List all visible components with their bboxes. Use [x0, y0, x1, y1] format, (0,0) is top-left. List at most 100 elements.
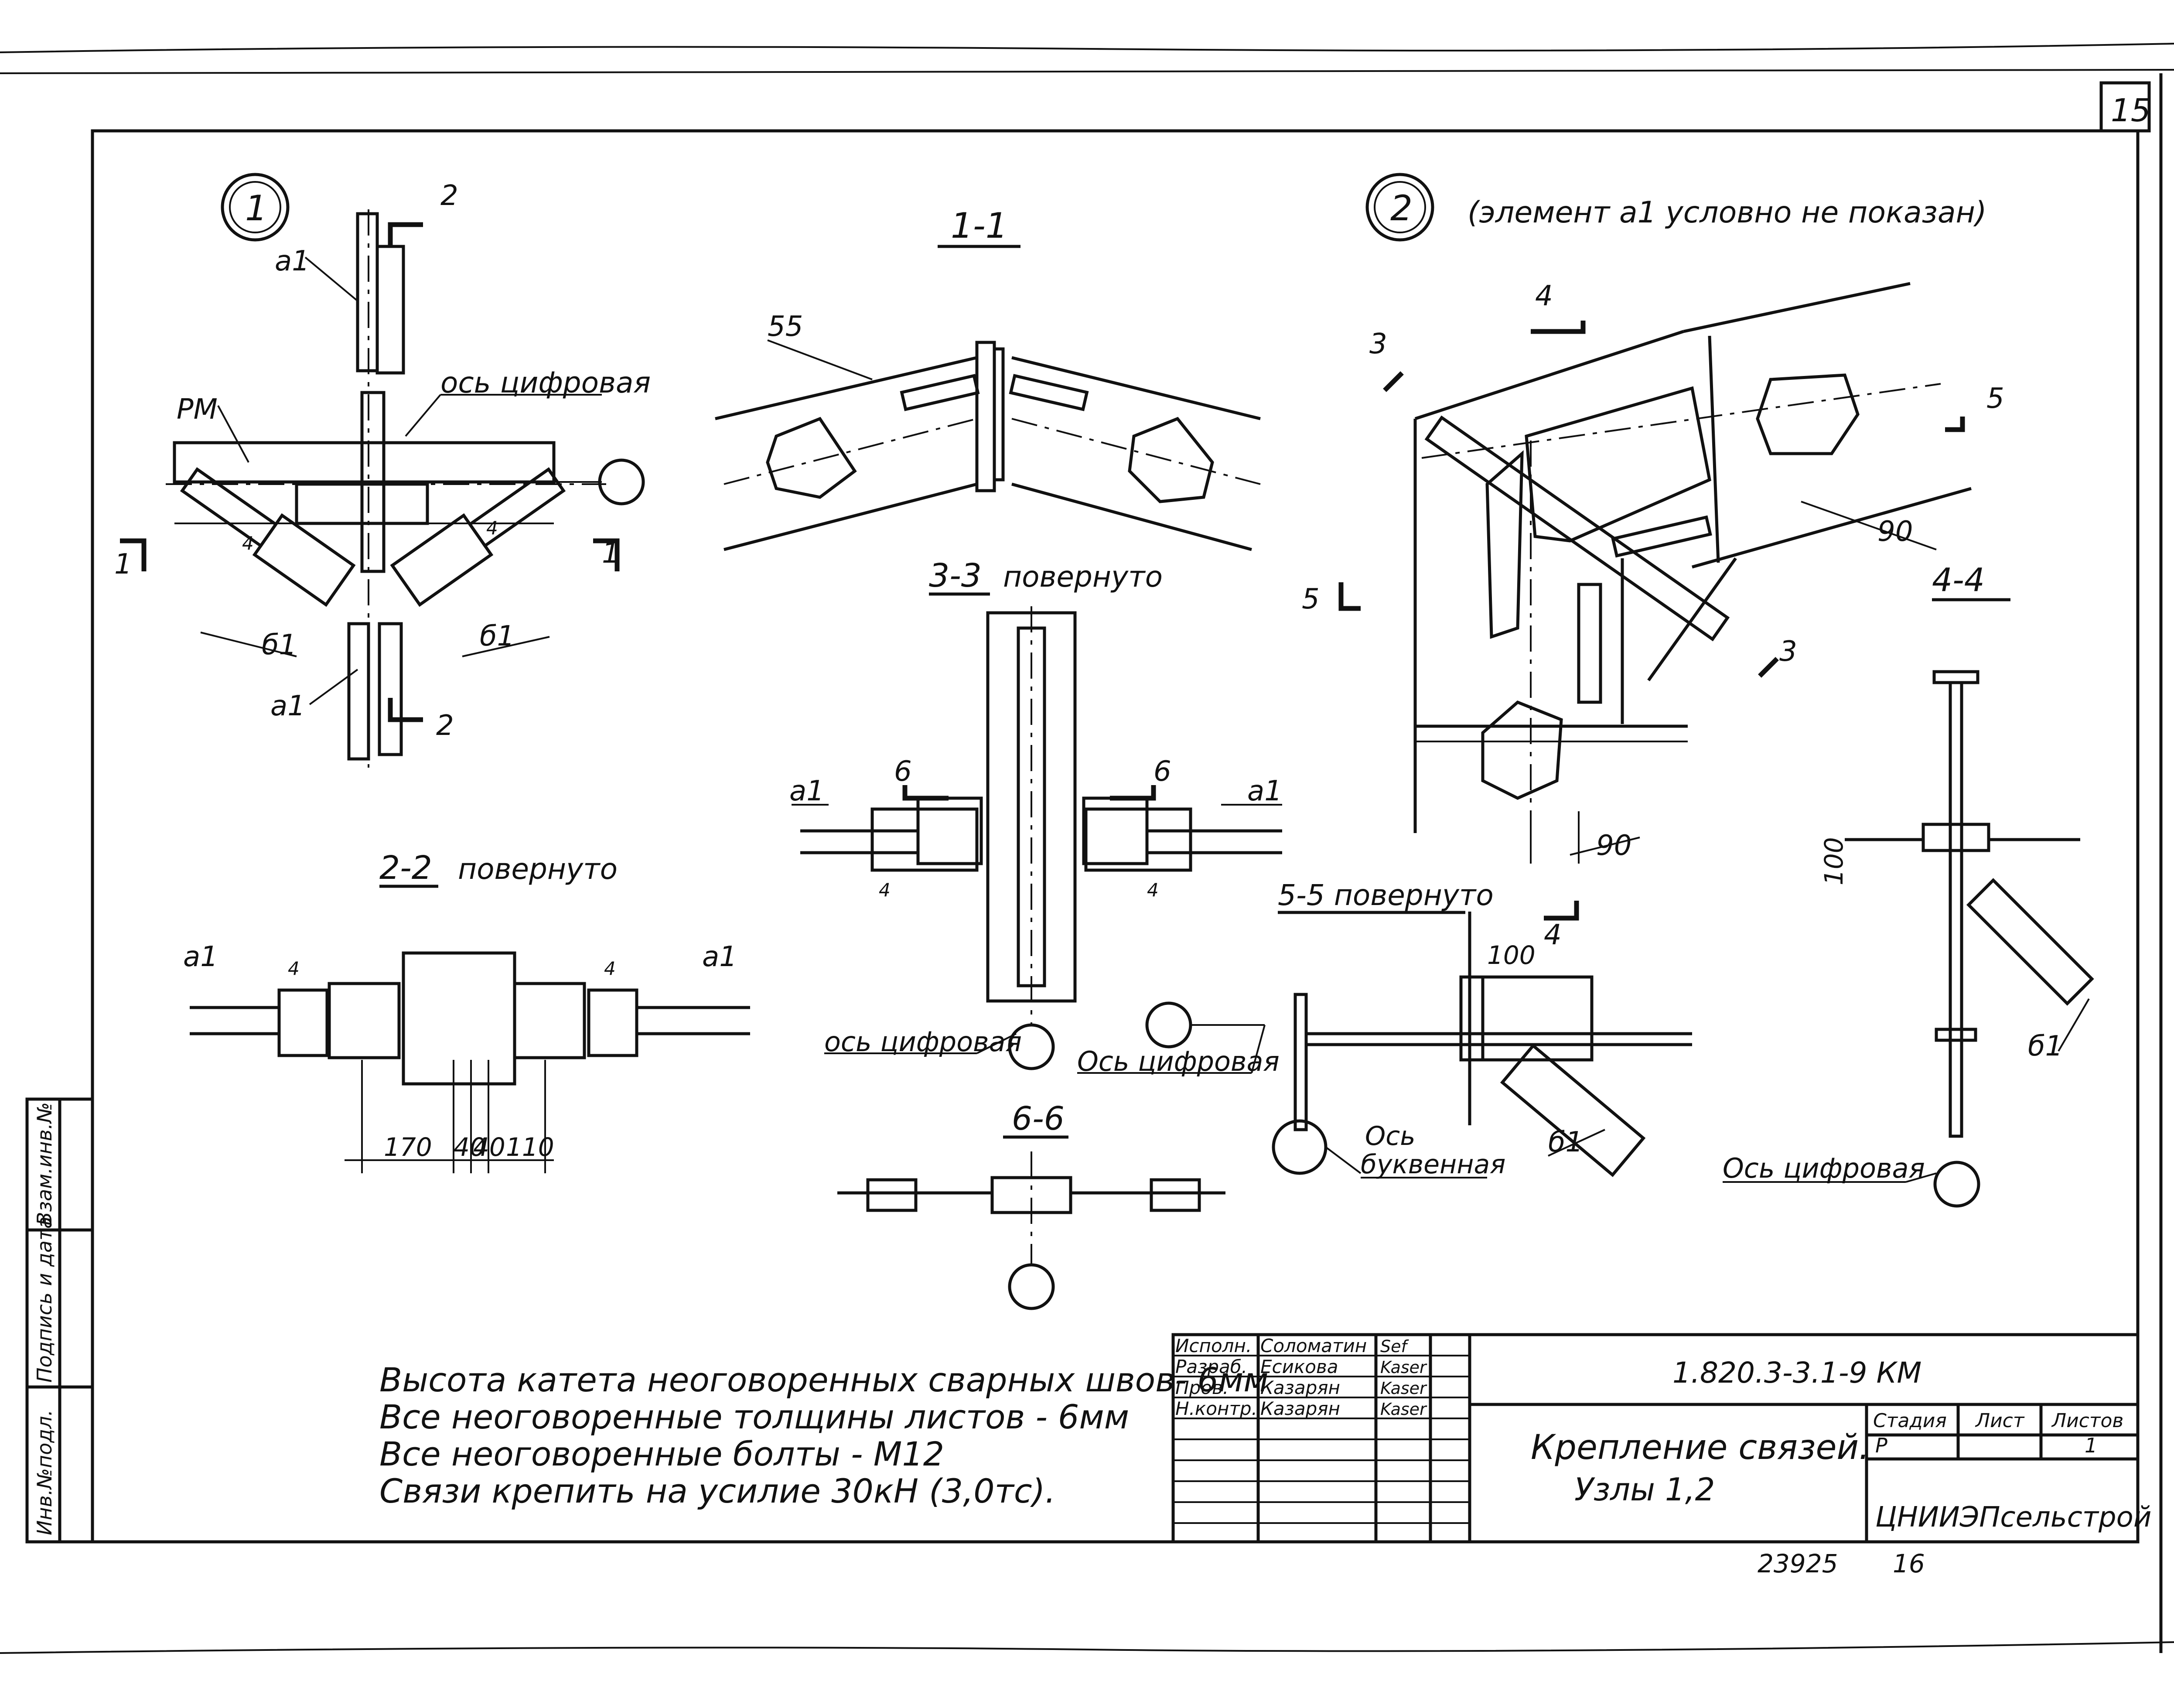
- section-3-3-title: 3-3: [929, 557, 982, 594]
- svg-text:Есикова: Есикова: [1260, 1356, 1338, 1377]
- node-2-circle: [1365, 173, 1434, 242]
- svg-text:3: 3: [1779, 635, 1797, 668]
- svg-text:Лист: Лист: [1975, 1410, 2025, 1432]
- svg-text:40: 40: [454, 1132, 486, 1162]
- section-2-2: 2-2 повернуто а1 а1 4 4 170 40 40 110: [183, 849, 750, 1173]
- svg-text:б1: б1: [262, 629, 297, 661]
- stamp-sign: Подпись и дата: [33, 1216, 56, 1383]
- svg-text:РМ: РМ: [177, 393, 218, 426]
- cut-5-left: [1338, 582, 1361, 611]
- svg-text:Ось: Ось: [1365, 1121, 1416, 1151]
- svg-text:100: 100: [1819, 837, 1849, 885]
- svg-text:Разраб.: Разраб.: [1175, 1356, 1247, 1377]
- svg-text:4: 4: [1544, 919, 1562, 951]
- svg-text:4: 4: [604, 958, 616, 979]
- node-1-marker: 1: [245, 188, 267, 229]
- svg-text:Казарян: Казарян: [1260, 1377, 1340, 1398]
- svg-text:а1: а1: [1247, 775, 1282, 807]
- node-2-view: 2 (элемент а1 условно не показан) 4 3 3 …: [1302, 173, 2004, 864]
- cut-6-left: [902, 785, 949, 801]
- cut-4-top: [1531, 321, 1586, 334]
- section-4-4-title: 4-4: [1932, 561, 1985, 599]
- stamp-replace: Взам.инв.№: [33, 1102, 56, 1226]
- drawing-frame: [91, 129, 2140, 1544]
- cut-2-bot: [388, 698, 423, 722]
- sheet-top-edge: [0, 43, 2174, 53]
- svg-text:3: 3: [1369, 328, 1387, 360]
- cut-6-right: [1110, 785, 1156, 801]
- cut-1-right: [593, 538, 620, 571]
- sheet-bottom-edge: [0, 1641, 2174, 1654]
- svg-text:Р: Р: [1875, 1434, 1887, 1457]
- section-1-1: 1-1 55: [715, 205, 1261, 551]
- section-1-1-title: 1-1: [951, 205, 1008, 246]
- svg-text:1: 1: [114, 548, 132, 581]
- svg-text:100: 100: [1487, 940, 1536, 970]
- svg-text:повернуто: повернуто: [458, 852, 618, 886]
- svg-text:4: 4: [486, 517, 498, 539]
- svg-text:Казарян: Казарян: [1260, 1398, 1340, 1419]
- svg-text:ось цифровая: ось цифровая: [824, 1026, 1022, 1058]
- svg-text:4: 4: [242, 533, 254, 554]
- svg-text:6: 6: [1154, 755, 1171, 788]
- cut-5-right: [1945, 417, 1965, 432]
- svg-text:4: 4: [879, 879, 891, 901]
- note-2: Все неоговоренные толщины листов - 6мм: [379, 1397, 1129, 1436]
- svg-text:Исполн.: Исполн.: [1175, 1335, 1252, 1356]
- section-6-6: 6-6: [837, 1100, 1225, 1310]
- section-5-5-title: 5-5 повернуто: [1278, 878, 1494, 912]
- svg-text:2: 2: [436, 710, 454, 742]
- drawing-title-1: Крепление связей.: [1531, 1428, 1870, 1467]
- note-3: Все неоговоренные болты - М12: [379, 1435, 944, 1473]
- svg-text:90: 90: [1596, 830, 1631, 862]
- svg-text:повернуто: повернуто: [1003, 560, 1163, 594]
- node-2-note: (элемент а1 условно не показан): [1468, 195, 1987, 230]
- cut-3-top: [1383, 371, 1404, 392]
- svg-text:Стадия: Стадия: [1873, 1410, 1947, 1432]
- page-number: 16: [1893, 1549, 1925, 1578]
- svg-text:5: 5: [1302, 583, 1320, 615]
- cut-2-top: [388, 222, 423, 246]
- cut-4-low: [1544, 901, 1579, 921]
- drawing-title-2: Узлы 1,2: [1574, 1471, 1715, 1508]
- sheet-number: 15: [2111, 92, 2151, 129]
- svg-text:б1: б1: [480, 620, 515, 652]
- node-1-circle: [221, 173, 290, 242]
- svg-text:Н.контр.: Н.контр.: [1175, 1398, 1257, 1419]
- cut-3-bot: [1758, 657, 1779, 678]
- svg-text:2: 2: [440, 180, 458, 212]
- svg-text:б1: б1: [2028, 1030, 2063, 1062]
- svg-text:а1: а1: [270, 690, 305, 722]
- svg-text:Kaser: Kaser: [1380, 1358, 1427, 1377]
- general-notes: Высота катета неоговоренных сварных швов…: [379, 1360, 1269, 1510]
- doc-code: 1.820.3-3.1-9 КМ: [1672, 1356, 1921, 1390]
- svg-text:Kaser: Kaser: [1380, 1379, 1427, 1398]
- note-4: Связи крепить на усилие 30кН (3,0тс).: [379, 1472, 1056, 1510]
- svg-text:4: 4: [1147, 879, 1159, 901]
- svg-text:Ось цифровая: Ось цифровая: [1723, 1152, 1925, 1184]
- svg-text:а1: а1: [275, 245, 310, 277]
- svg-text:Листов: Листов: [2051, 1410, 2123, 1432]
- svg-text:буквенная: буквенная: [1361, 1149, 1505, 1180]
- svg-text:Sef: Sef: [1380, 1337, 1410, 1356]
- section-5-5: 5-5 повернуто 4 100 Ось буквенная б1 Ось…: [1077, 878, 1692, 1180]
- svg-text:1: 1: [2085, 1434, 2097, 1457]
- svg-text:а1: а1: [183, 941, 218, 973]
- svg-text:40: 40: [473, 1132, 505, 1162]
- section-4-4: 4-4 100 Ось цифровая б1: [1723, 561, 2094, 1208]
- sheet-number-box: [2099, 81, 2151, 133]
- organization: ЦНИИЭПсельстрой: [1875, 1501, 2151, 1534]
- section-3-3: 3-3 повернуто а1 а1 6 6 4 4 ось цифровая: [789, 557, 1282, 1070]
- sheet-top-edge-2: [0, 69, 2174, 74]
- svg-text:55: 55: [768, 311, 803, 343]
- node-1-axis-circle: [598, 458, 645, 506]
- svg-text:а1: а1: [789, 775, 824, 807]
- svg-text:Соломатин: Соломатин: [1260, 1335, 1367, 1356]
- svg-text:170: 170: [384, 1132, 432, 1162]
- svg-text:6: 6: [894, 755, 912, 788]
- node-2-marker: 2: [1390, 188, 1413, 229]
- svg-text:4: 4: [288, 958, 300, 979]
- inventory-number: 23925: [1758, 1549, 1838, 1578]
- svg-text:Kaser: Kaser: [1380, 1400, 1427, 1419]
